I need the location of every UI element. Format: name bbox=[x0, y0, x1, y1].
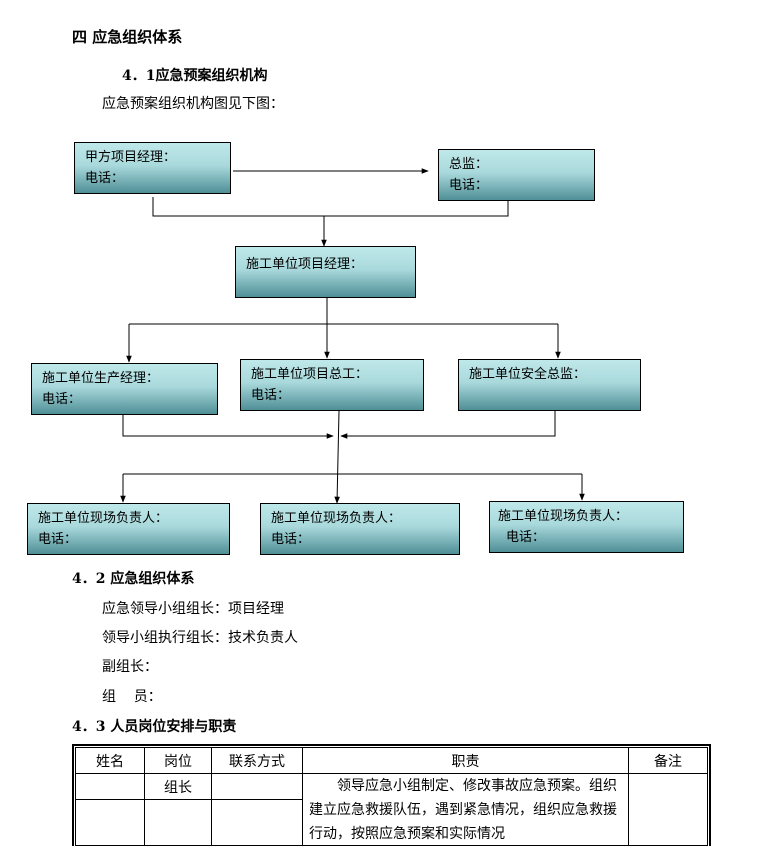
site-lead-1-title: 施工单位现场负责人： bbox=[38, 511, 169, 526]
org-line-leader: 应急领导小组组长：项目经理 bbox=[102, 601, 284, 617]
subsection-title-4-2: 4．2 应急组织体系 bbox=[72, 571, 195, 587]
site-lead-2-phone: 电话： bbox=[271, 532, 311, 547]
subsection-title-4-3: 4．3 人员岗位安排与职责 bbox=[72, 719, 237, 735]
org-line-members: 组 员： bbox=[102, 689, 162, 705]
subsection-title-4-1: 4．1应急预案组织机构 bbox=[122, 68, 268, 84]
production-mgr-phone: 电话： bbox=[42, 392, 82, 407]
table-header-row: 姓名 岗位 联系方式 职责 备注 bbox=[75, 747, 708, 774]
cell-post-2 bbox=[144, 799, 212, 846]
safety-merge-arrow bbox=[340, 411, 556, 439]
top-bracket-line bbox=[152, 197, 509, 217]
box-production-mgr: 施工单位生产经理： 电话： bbox=[31, 363, 218, 415]
box-site-lead-2: 施工单位现场负责人： 电话： bbox=[260, 503, 460, 555]
owner-pm-phone: 电话： bbox=[85, 171, 125, 186]
chief-engineer-phone: 电话： bbox=[251, 388, 291, 403]
header-post: 岗位 bbox=[144, 747, 212, 774]
org-line-deputy: 副组长： bbox=[102, 659, 158, 675]
cell-duty: 领导应急小组制定、修改事故应急预案。组织建立应急救援队伍，遇到紧急情况，组织应急… bbox=[302, 773, 629, 846]
duty-table: 姓名 岗位 联系方式 职责 备注 组长 领导应急小组制定、修改事故应急预案。组织… bbox=[72, 744, 711, 846]
box-owner-pm: 甲方项目经理： 电话： bbox=[74, 142, 231, 194]
cell-remark bbox=[628, 773, 708, 846]
cell-post: 组长 bbox=[144, 773, 212, 800]
owner-pm-title: 甲方项目经理： bbox=[85, 150, 177, 165]
box-site-lead-3: 施工单位现场负责人： 电话： bbox=[489, 501, 684, 553]
box-safety-director: 施工单位安全总监： bbox=[458, 359, 641, 411]
table-row: 组长 领导应急小组制定、修改事故应急预案。组织建立应急救援队伍，遇到紧急情况，组… bbox=[75, 773, 708, 846]
intro-text: 应急预案组织机构图见下图： bbox=[102, 96, 284, 112]
cell-contact bbox=[211, 773, 303, 800]
header-remark: 备注 bbox=[628, 747, 708, 774]
production-merge-arrow bbox=[122, 415, 334, 439]
production-mgr-title: 施工单位生产经理： bbox=[42, 371, 160, 386]
box-contractor-pm: 施工单位项目经理： bbox=[235, 246, 416, 298]
chief-engineer-title: 施工单位项目总工： bbox=[251, 367, 369, 382]
duty-text: 领导应急小组制定、修改事故应急预案。组织建立应急救援队伍，遇到紧急情况，组织应急… bbox=[309, 778, 617, 842]
box-chief-supervisor: 总监： 电话： bbox=[438, 149, 595, 201]
cell-name bbox=[75, 773, 145, 800]
safety-director-title: 施工单位安全总监： bbox=[469, 367, 587, 382]
site-lead-2-title: 施工单位现场负责人： bbox=[271, 511, 402, 526]
chief-supervisor-phone: 电话： bbox=[449, 178, 489, 193]
site-lead-1-phone: 电话： bbox=[38, 532, 78, 547]
chief-supervisor-title: 总监： bbox=[449, 157, 489, 172]
section-title: 四 应急组织体系 bbox=[72, 28, 183, 46]
header-contact: 联系方式 bbox=[211, 747, 303, 774]
header-duty: 职责 bbox=[302, 747, 629, 774]
box-site-lead-1: 施工单位现场负责人： 电话： bbox=[27, 503, 230, 555]
org-chart-connectors bbox=[120, 168, 585, 504]
org-line-executive: 领导小组执行组长：技术负责人 bbox=[102, 630, 298, 646]
box-chief-engineer: 施工单位项目总工： 电话： bbox=[240, 359, 424, 411]
cell-name-2 bbox=[75, 799, 145, 846]
site-lead-3-phone: 电话： bbox=[506, 530, 546, 545]
contractor-pm-title: 施工单位项目经理： bbox=[246, 257, 364, 272]
header-name: 姓名 bbox=[75, 747, 145, 774]
cell-contact-2 bbox=[211, 799, 303, 846]
site-lead-3-title: 施工单位现场负责人： bbox=[498, 509, 629, 524]
to-site-lead-2-arrow bbox=[334, 410, 340, 504]
